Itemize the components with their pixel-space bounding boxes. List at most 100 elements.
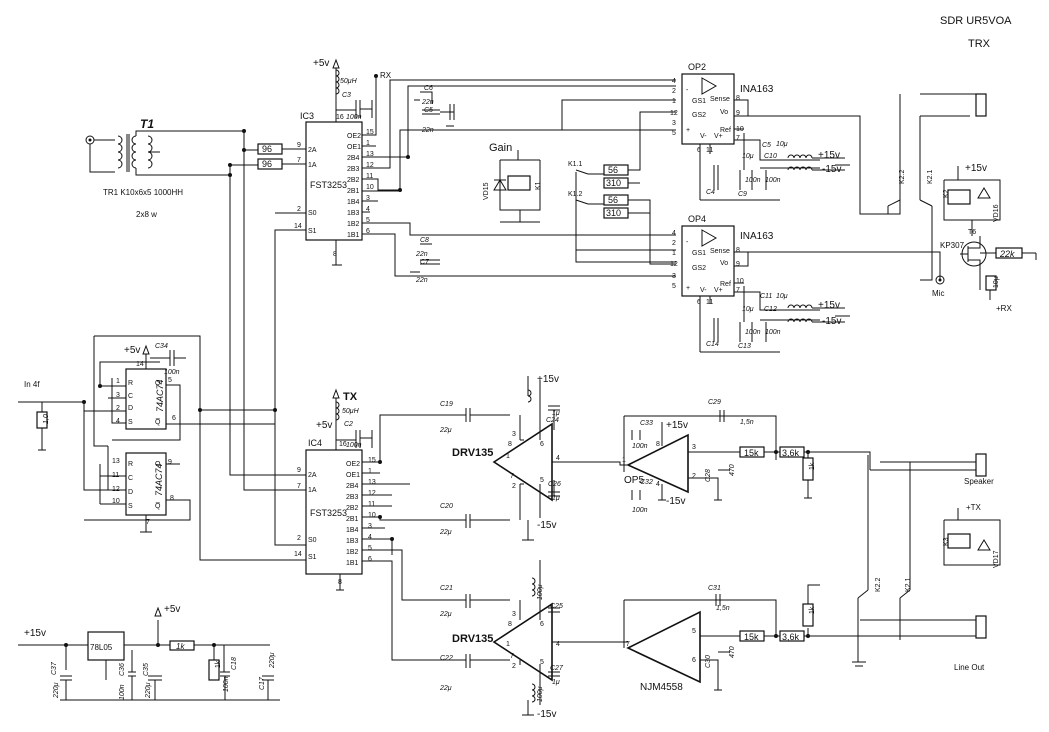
- svg-text:R: R: [128, 461, 133, 468]
- svg-text:1: 1: [506, 453, 510, 460]
- svg-text:Q̅: Q̅: [155, 502, 161, 510]
- svg-text:100n: 100n: [745, 177, 761, 184]
- svg-text:2B1: 2B1: [347, 188, 360, 195]
- svg-text:74AC74: 74AC74: [155, 379, 165, 412]
- svg-text:8: 8: [656, 441, 660, 448]
- svg-text:Vo: Vo: [720, 109, 728, 116]
- svg-text:3: 3: [512, 431, 516, 438]
- svg-text:2: 2: [672, 88, 676, 95]
- svg-text:C28: C28: [705, 469, 712, 482]
- svg-text:Ref: Ref: [720, 281, 731, 288]
- svg-text:10: 10: [366, 184, 374, 191]
- svg-text:K3: K3: [943, 537, 950, 546]
- svg-text:7: 7: [297, 483, 301, 490]
- svg-text:In 4f: In 4f: [24, 380, 40, 389]
- svg-text:C24: C24: [546, 417, 559, 424]
- svg-text:2B4: 2B4: [347, 155, 360, 162]
- svg-text:16: 16: [336, 114, 344, 121]
- svg-text:+: +: [686, 285, 690, 292]
- svg-text:C4: C4: [706, 189, 715, 196]
- svg-text:7: 7: [736, 287, 740, 294]
- svg-text:K1: K1: [535, 181, 542, 190]
- svg-text:C35: C35: [143, 663, 150, 676]
- svg-text:100n: 100n: [745, 329, 761, 336]
- svg-text:-: -: [686, 87, 689, 94]
- power-supply: +15v 78L05 +5v 1k 1k C37 220μ C36 100n C…: [18, 604, 280, 701]
- vcc-arrow-icon: [332, 58, 340, 69]
- svg-text:2B2: 2B2: [347, 177, 360, 184]
- svg-text:14: 14: [136, 361, 144, 368]
- svg-text:K2.1: K2.1: [905, 577, 912, 592]
- svg-text:FST3253: FST3253: [310, 508, 347, 518]
- resistor-100: [36, 411, 48, 429]
- svg-text:100n: 100n: [346, 114, 362, 121]
- svg-text:-15v: -15v: [822, 164, 841, 175]
- svg-text:100μ: 100μ: [537, 686, 544, 702]
- svg-text:+: +: [686, 127, 690, 134]
- svg-text:14: 14: [294, 223, 302, 230]
- svg-text:470: 470: [729, 464, 736, 476]
- svg-text:100n: 100n: [765, 329, 781, 336]
- svg-text:3,6k: 3,6k: [782, 632, 800, 642]
- svg-text:+5v: +5v: [313, 58, 329, 69]
- svg-text:VD16: VD16: [993, 204, 1000, 222]
- svg-text:1: 1: [116, 378, 120, 385]
- svg-text:3: 3: [672, 273, 676, 280]
- svg-text:+15v: +15v: [24, 628, 46, 639]
- svg-text:5: 5: [168, 377, 172, 384]
- svg-text:C29: C29: [708, 399, 721, 406]
- svg-text:OE2: OE2: [346, 461, 360, 468]
- svg-text:C36: C36: [119, 663, 126, 676]
- svg-text:Gain: Gain: [489, 142, 512, 154]
- svg-text:1: 1: [506, 641, 510, 648]
- svg-text:C26: C26: [548, 481, 561, 488]
- svg-text:-15v: -15v: [537, 709, 556, 720]
- svg-text:4: 4: [116, 418, 120, 425]
- svg-text:C37: C37: [51, 661, 58, 675]
- svg-text:7: 7: [146, 519, 150, 526]
- svg-text:Ref: Ref: [720, 127, 731, 134]
- svg-text:13: 13: [112, 458, 120, 465]
- opamp-triangle-icon: [626, 610, 701, 684]
- svg-text:1B3: 1B3: [347, 210, 360, 217]
- svg-text:C11: C11: [760, 293, 772, 300]
- svg-text:10μ: 10μ: [993, 276, 1000, 288]
- svg-text:K2.2: K2.2: [875, 577, 882, 592]
- svg-text:8: 8: [333, 251, 337, 258]
- svg-text:C34: C34: [155, 343, 168, 350]
- svg-text:1μ: 1μ: [552, 410, 560, 417]
- svg-text:6: 6: [692, 657, 696, 664]
- ic3-fst3253: IC3 FST3253 2A 1A S0 S1 9 7 2 14 OE2 OE1…: [294, 111, 374, 265]
- svg-text:INA163: INA163: [740, 231, 774, 242]
- svg-text:13: 13: [368, 479, 376, 486]
- svg-text:2: 2: [512, 663, 516, 670]
- svg-text:1B1: 1B1: [347, 232, 360, 239]
- svg-text:4: 4: [656, 481, 660, 488]
- svg-text:6: 6: [697, 299, 701, 306]
- svg-text:100n: 100n: [765, 177, 781, 184]
- svg-text:10: 10: [736, 278, 744, 285]
- svg-text:1B2: 1B2: [347, 221, 360, 228]
- svg-text:220μ: 220μ: [53, 682, 60, 699]
- svg-text:15: 15: [366, 129, 374, 136]
- svg-text:R: R: [128, 380, 133, 387]
- svg-text:C32: C32: [640, 479, 653, 486]
- svg-text:C30: C30: [705, 655, 712, 668]
- svg-text:5: 5: [540, 659, 544, 666]
- svg-text:Q̅: Q̅: [155, 418, 161, 426]
- svg-text:Vo: Vo: [720, 260, 728, 267]
- svg-text:1B1: 1B1: [346, 560, 359, 567]
- op2-ina163: OP2 INA163 - + GS1 GS2 Sense Vo Ref V- V…: [670, 62, 774, 154]
- svg-text:+15v: +15v: [965, 163, 987, 174]
- svg-text:VD17: VD17: [993, 550, 1000, 568]
- title-line2: TRX: [968, 38, 991, 50]
- amp-triangle-icon: [701, 229, 718, 247]
- svg-text:-15v: -15v: [537, 520, 556, 531]
- svg-text:GS2: GS2: [692, 265, 706, 272]
- svg-text:Line Out: Line Out: [954, 663, 985, 672]
- svg-text:7: 7: [510, 653, 514, 660]
- svg-text:C33: C33: [640, 420, 653, 427]
- svg-text:OE1: OE1: [347, 144, 361, 151]
- svg-text:1B3: 1B3: [346, 538, 359, 545]
